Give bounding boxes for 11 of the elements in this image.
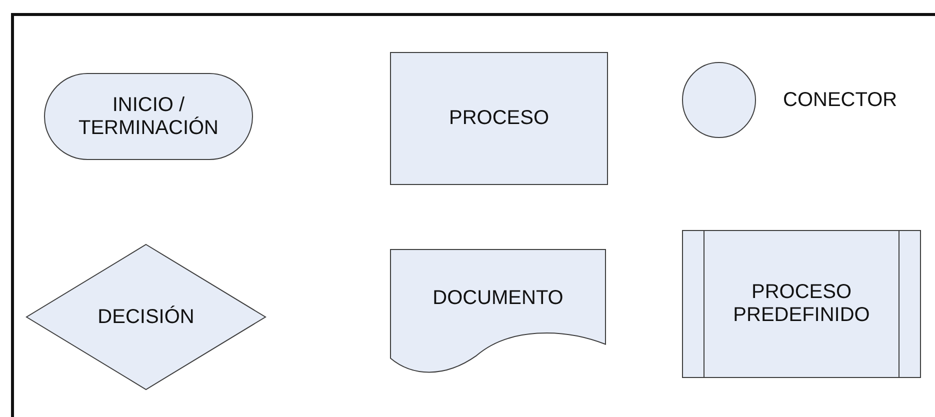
shape-label: DECISIÓN [98,306,194,328]
symbol-name: CONECTOR [783,89,898,112]
process-box [390,52,608,185]
predefined-process-box [682,230,921,378]
shape-label: PROCESO PREDEFINIDO [732,281,871,327]
shape-label: DOCUMENTO [432,287,564,310]
terminator-shape [44,73,253,160]
decision-diamond [26,244,266,390]
shape-label: PROCESO [448,107,550,130]
shape-label: INICIO / TERMINACIÓN [78,94,220,140]
connector-circle [682,62,756,138]
